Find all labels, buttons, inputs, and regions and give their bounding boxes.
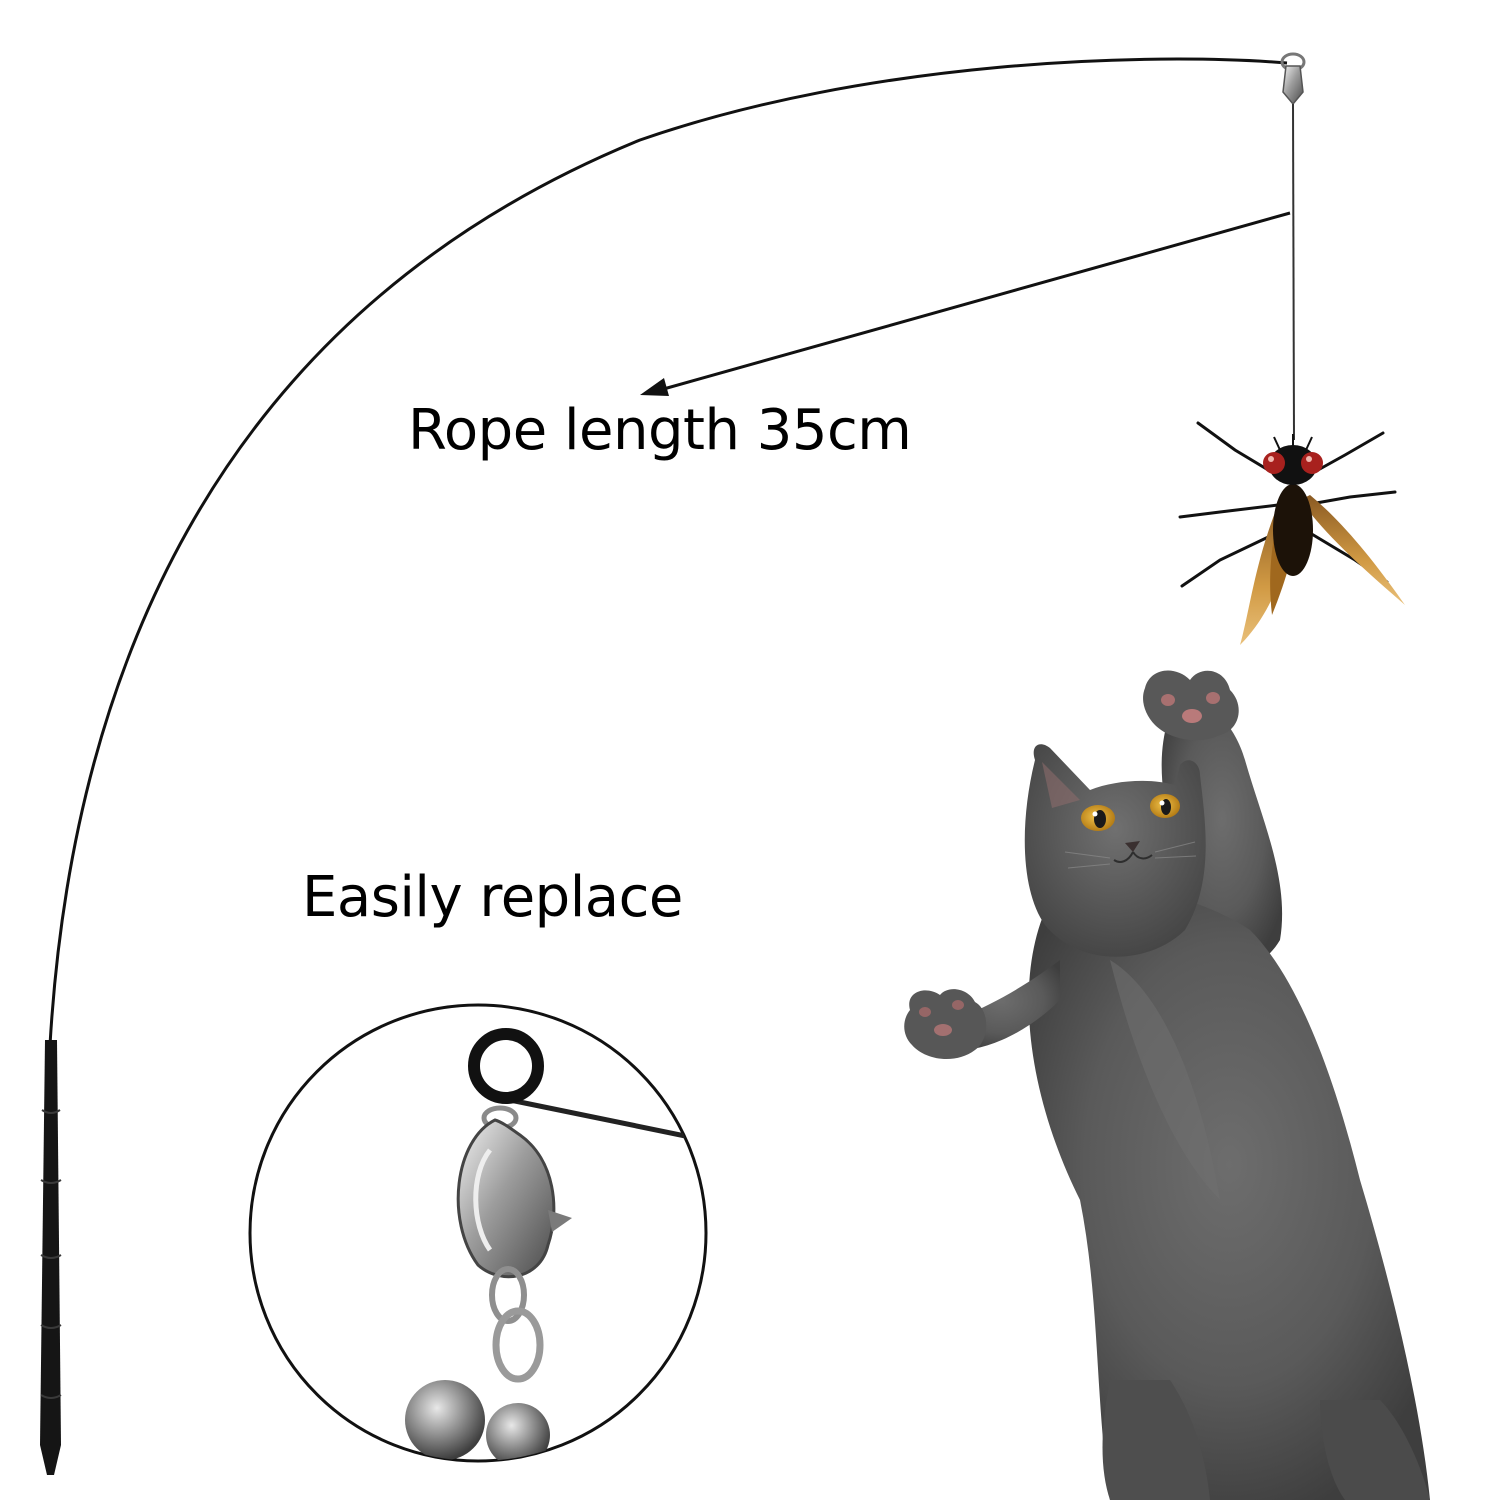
hanging-string bbox=[1292, 103, 1295, 441]
wand-handle bbox=[40, 1040, 62, 1475]
clasp-inset bbox=[248, 1003, 708, 1463]
wand-wire bbox=[48, 57, 1288, 1046]
easily-replace-label: Easily replace bbox=[302, 865, 683, 930]
feather-bug bbox=[1178, 421, 1405, 645]
swivel-clip bbox=[1280, 52, 1306, 106]
gray-cat bbox=[904, 670, 1430, 1500]
rope-length-arrow bbox=[640, 211, 1291, 396]
rope-length-label: Rope length 35cm bbox=[408, 398, 912, 463]
